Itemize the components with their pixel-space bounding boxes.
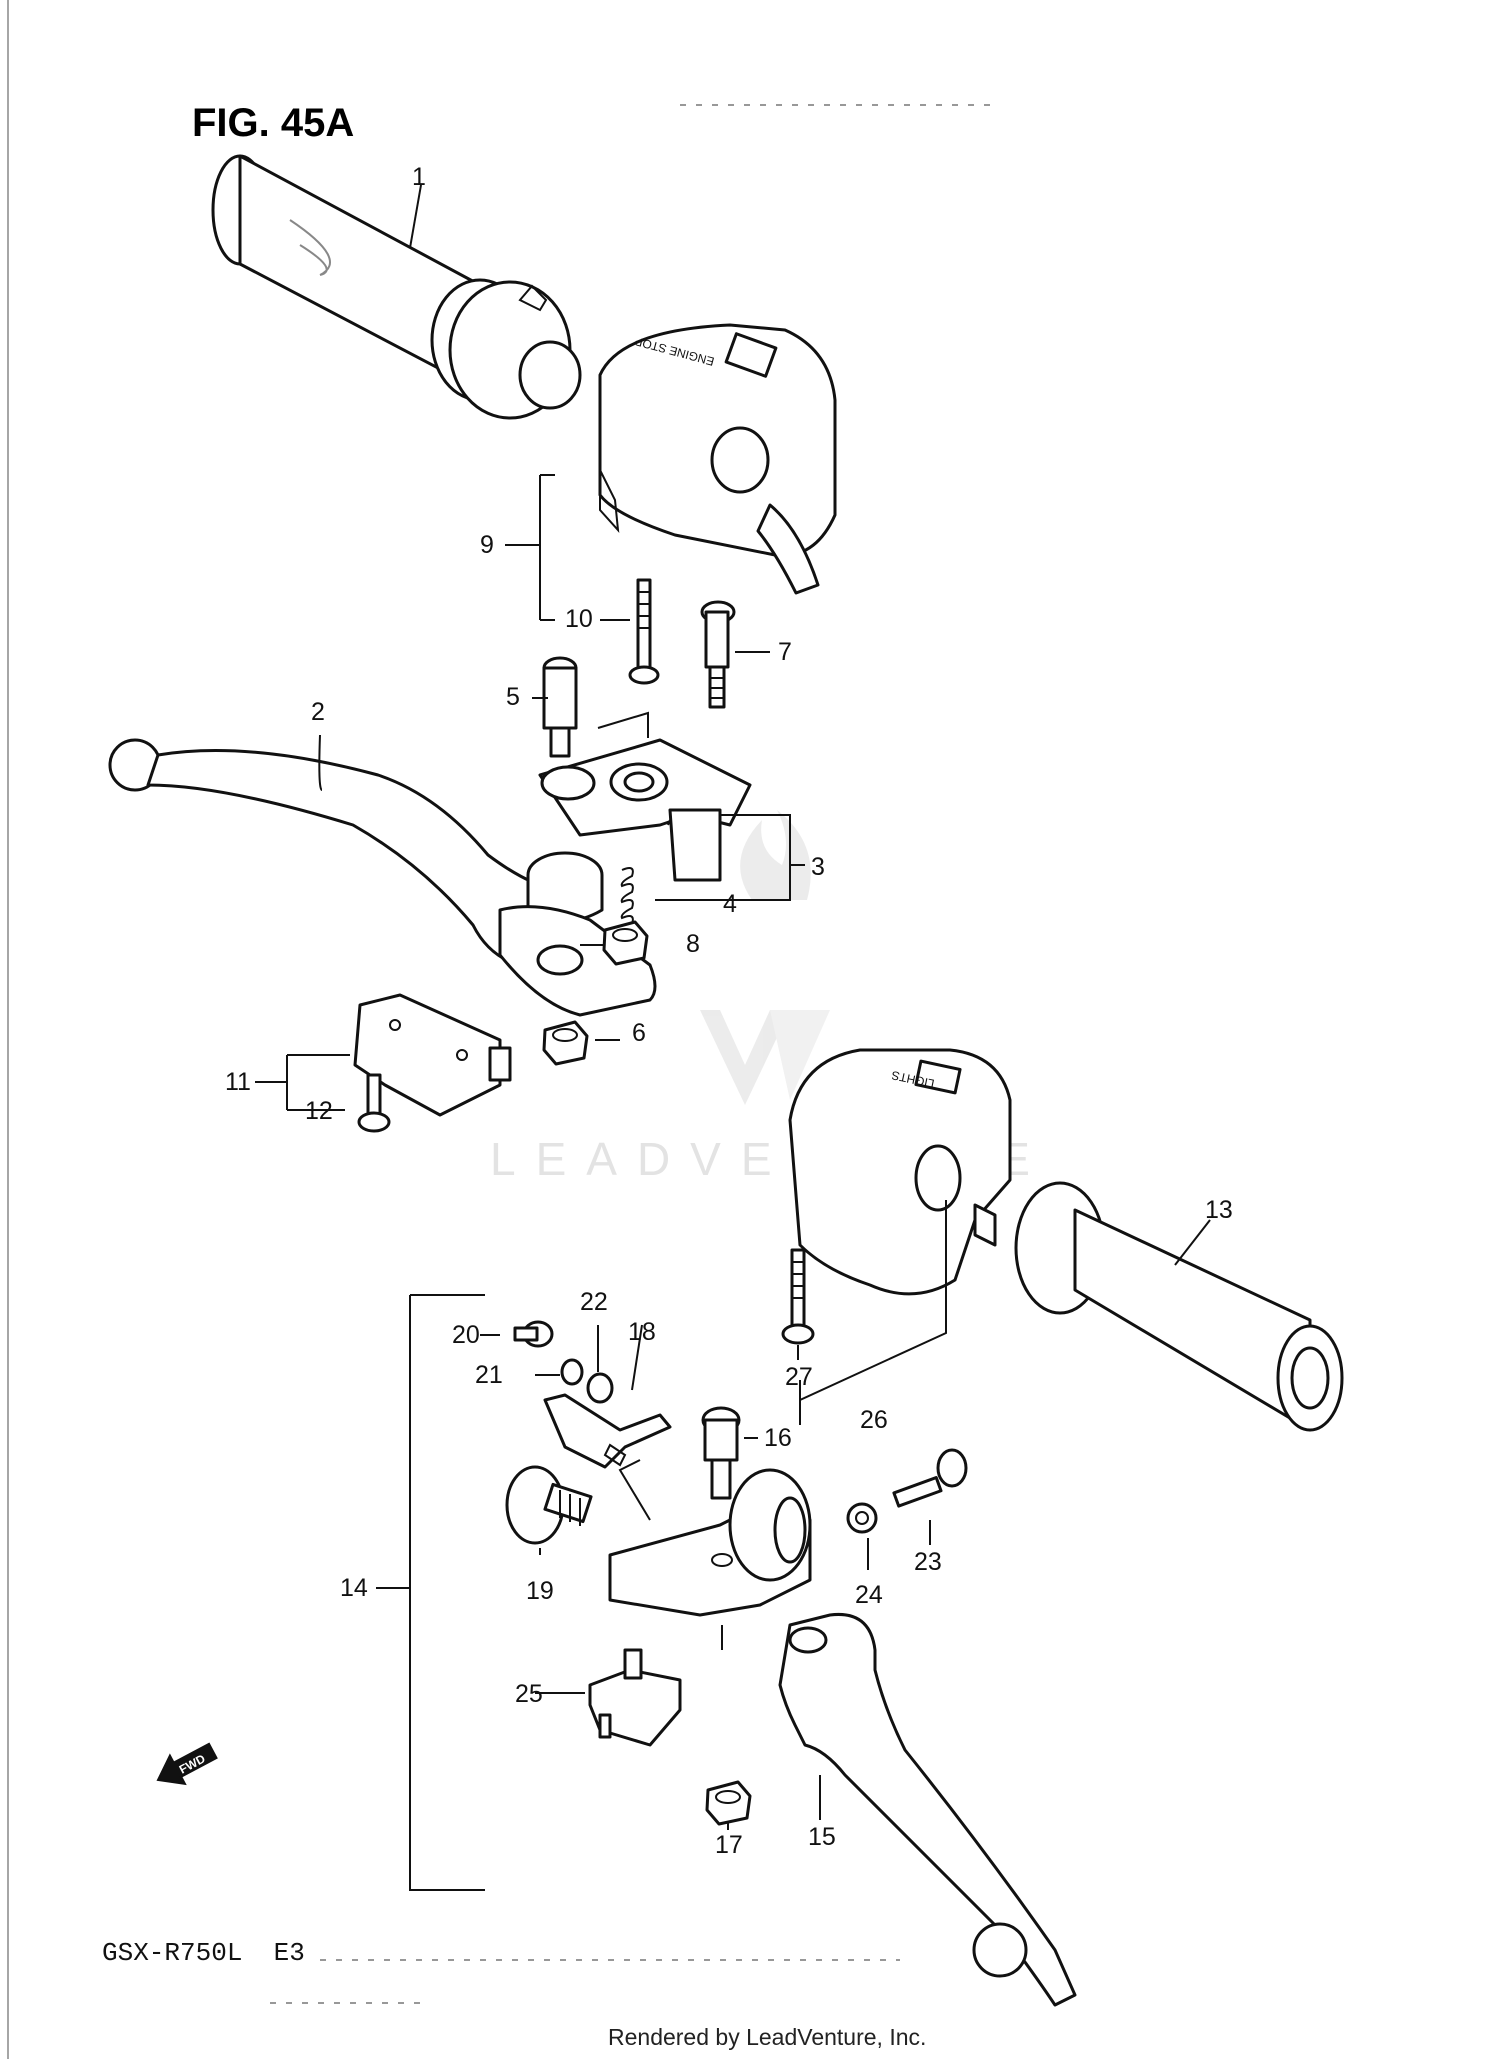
callout-16: 16 — [764, 1424, 792, 1452]
part-18-plate — [543, 1393, 672, 1469]
callout-1: 1 — [412, 163, 426, 191]
callout-21: 21 — [475, 1361, 503, 1389]
model-code: GSX-R750L E3 — [102, 1938, 305, 1968]
callout-2: 2 — [311, 698, 325, 726]
part-26-right-switch-housing: LIGHTS — [788, 1048, 1012, 1296]
callout-23: 23 — [914, 1548, 942, 1576]
part-12-screw — [357, 1073, 391, 1133]
part-8-nut — [602, 920, 649, 966]
callout-27: 27 — [785, 1363, 813, 1391]
part-21-washer — [560, 1358, 584, 1386]
callout-14: 14 — [340, 1574, 368, 1602]
part-2-brake-lever — [108, 738, 657, 1017]
callout-10: 10 — [565, 605, 593, 633]
part-17-nut — [705, 1780, 752, 1826]
part-7-screw — [700, 600, 736, 709]
callout-8: 8 — [686, 930, 700, 958]
part-3-lever-bracket — [538, 711, 752, 882]
part-27-screw — [781, 1248, 815, 1345]
callout-3: 3 — [811, 853, 825, 881]
part-9-left-switch-housing: ENGINE STOP — [598, 323, 837, 595]
part-5-pivot-bolt — [542, 656, 578, 758]
callout-19: 19 — [526, 1577, 554, 1605]
rendered-by-footer: Rendered by LeadVenture, Inc. — [608, 2024, 926, 2050]
callout-20: 20 — [452, 1321, 480, 1349]
callout-26: 26 — [860, 1406, 888, 1434]
callout-25: 25 — [515, 1680, 543, 1708]
part-14-clutch-bracket — [608, 1459, 812, 1617]
part-22-washer — [586, 1372, 614, 1404]
part-25-clutch-switch — [588, 1648, 682, 1747]
callout-13: 13 — [1205, 1196, 1233, 1224]
leader-lines — [255, 184, 1211, 1891]
callout-17: 17 — [715, 1831, 743, 1859]
part-10-screw — [628, 578, 660, 685]
callout-5: 5 — [506, 683, 520, 711]
callout-12: 12 — [305, 1097, 333, 1125]
callout-11: 11 — [225, 1068, 251, 1096]
part-4-spring — [620, 867, 634, 925]
part-23-bolt — [892, 1448, 968, 1508]
part-15-clutch-lever — [778, 1612, 1077, 2007]
callout-24: 24 — [855, 1581, 883, 1609]
watermark-logo — [700, 810, 830, 1105]
callout-4: 4 — [723, 890, 737, 918]
fwd-arrow-icon: FWD — [156, 1742, 218, 1786]
callout-9: 9 — [480, 531, 494, 559]
part-19-adjuster — [505, 1465, 593, 1545]
figure-title: FIG. 45A — [192, 101, 354, 145]
callout-22: 22 — [580, 1288, 608, 1316]
part-16-bolt — [701, 1406, 741, 1500]
part-13-right-grip — [1014, 1181, 1344, 1432]
scan-artifacts — [270, 104, 1000, 2004]
part-6-nut — [542, 1020, 589, 1066]
callout-7: 7 — [778, 638, 792, 666]
part-1-throttle-grip — [211, 154, 582, 420]
callout-6: 6 — [632, 1019, 646, 1047]
callout-18: 18 — [628, 1318, 656, 1346]
callout-labels: 1 2 3 4 5 6 7 8 9 10 11 12 13 14 15 16 1… — [225, 163, 1233, 1859]
callout-15: 15 — [808, 1823, 836, 1851]
part-11-brake-light-switch — [353, 993, 512, 1117]
part-24-washer — [846, 1502, 878, 1534]
part-20-screw — [513, 1320, 554, 1348]
